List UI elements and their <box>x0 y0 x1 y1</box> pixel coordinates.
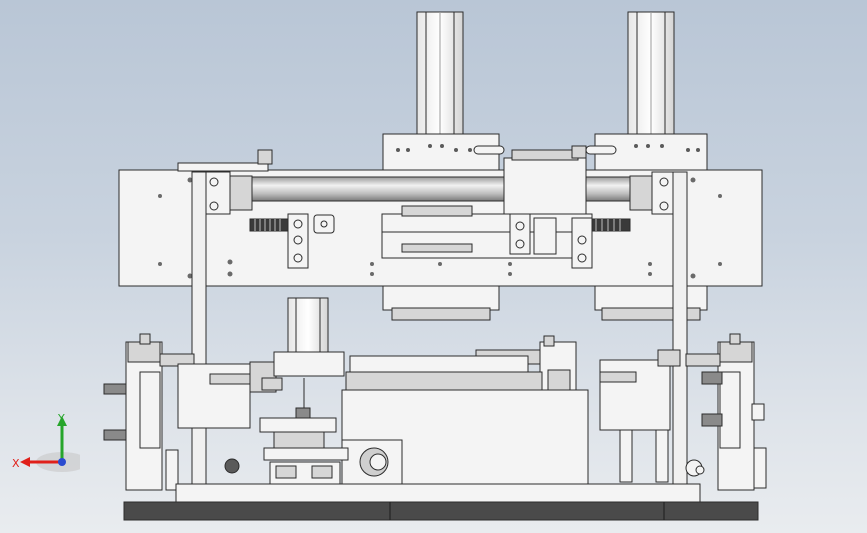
right-spring-stop[interactable] <box>587 218 631 232</box>
base-plate[interactable] <box>123 483 759 521</box>
slider-carriage[interactable] <box>473 145 617 255</box>
left-shaft-clamp[interactable] <box>205 171 253 215</box>
z-axis-icon <box>58 458 66 466</box>
right-vertical-column[interactable] <box>627 11 675 139</box>
right-guide-post[interactable] <box>672 171 688 493</box>
gripper-column[interactable] <box>259 297 349 485</box>
left-spring-stop[interactable] <box>249 218 293 232</box>
right-side-cylinder[interactable] <box>685 333 767 491</box>
y-axis-label: Y <box>57 412 65 425</box>
linear-shaft[interactable] <box>225 176 661 202</box>
left-vertical-column[interactable] <box>416 11 464 139</box>
center-bracket[interactable] <box>509 213 531 255</box>
left-guide-post[interactable] <box>191 171 207 493</box>
x-axis-label: X <box>12 457 20 470</box>
right-lower-frame[interactable] <box>599 349 705 483</box>
right-bracket[interactable] <box>571 217 593 269</box>
center-fixture-plate[interactable] <box>341 355 589 487</box>
slide-guide[interactable] <box>313 205 593 259</box>
view-triad: Y X <box>12 412 80 472</box>
left-bracket[interactable] <box>287 213 309 269</box>
left-side-cylinder[interactable] <box>103 333 195 491</box>
right-shaft-clamp[interactable] <box>629 171 677 215</box>
